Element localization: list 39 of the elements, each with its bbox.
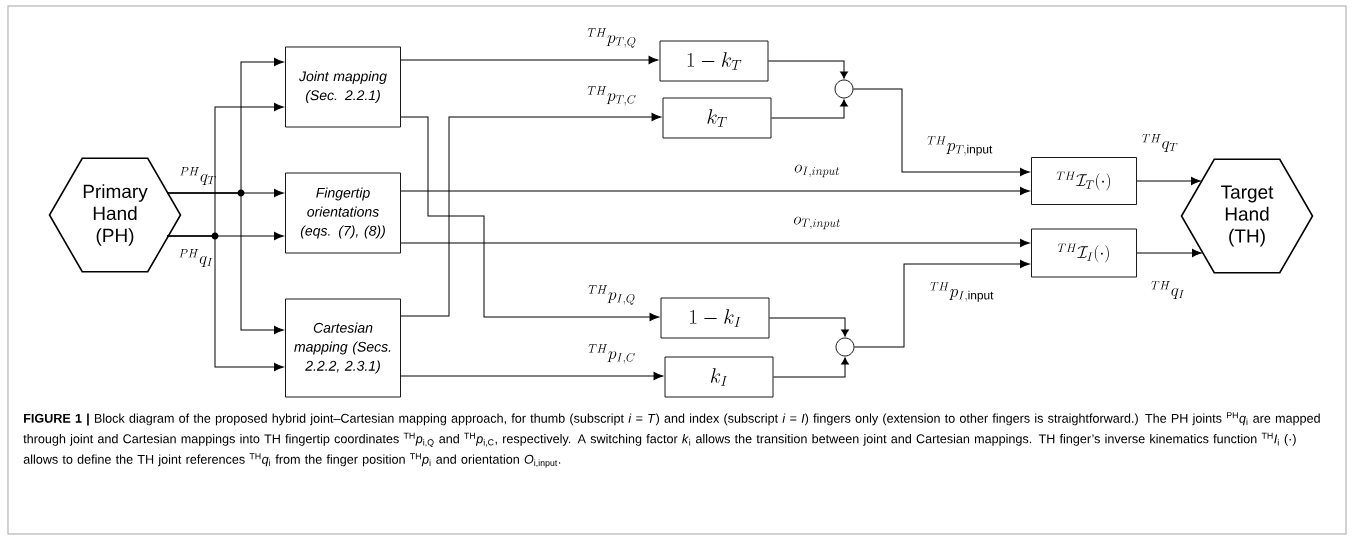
summing-junction [835, 337, 855, 357]
edge-label: ${}^{TH}q_T$ [1142, 134, 1178, 152]
arrow [1136, 248, 1202, 258]
process-box: Cartesian mapping (Secs. 2.2.2, 2.3.1) [285, 298, 401, 398]
arrow [853, 259, 1030, 348]
edge-label: ${}^{TH}p_{T,C}$ [587, 86, 636, 106]
arrow [400, 55, 659, 65]
edge-label: ${}^{TH}p_{I,C}$ [588, 344, 635, 364]
arrow [768, 317, 849, 337]
arrow [852, 88, 1030, 177]
process-box: Joint mapping (Sec. 2.2.1) [285, 46, 401, 128]
arrow [400, 186, 1030, 196]
arrow [400, 238, 1030, 248]
process-box: Fingertip orientations (eqs. (7), (8)) [285, 172, 401, 254]
edge-label: ${}^{PH}q_T$ [180, 167, 216, 185]
hand-hexagon: Target Hand (TH) [1180, 158, 1314, 274]
arrow [767, 60, 848, 79]
arrow [772, 357, 849, 378]
edge-label: $o_{T,input}$ [793, 216, 840, 230]
gain-box: $1-k_T$ [659, 40, 769, 82]
gain-box: $1-k_I$ [660, 297, 770, 339]
arrow [166, 235, 284, 372]
caption: FIGURE 1 | Block diagram of the proposed hybrid joint–Cartesian mapping approach, for thumb (subscript i = T) and index (subscript i = I) fingers only (extension to other fingers is straightforward.) The PH joints $^{PH}$q$_{i}$ are mapped through joint and Cartesian mappings into TH fingertip coordinates $^{TH}$p$_{i,Q}$ and $^{TH}$p$_{i,C}$, respectively. A switching factor k$_{i}$ allows the transition between joint and Cartesian mappings. TH finger’s inverse kinematics function $^{TH}$I$_{i}$ (·) allows to define the TH joint references $^{TH}$q$_{i}$ from the finger position $^{TH}$p$_{i}$ and orientation O$_{i,input}$. [23, 412, 1320, 468]
arrow [1136, 176, 1201, 186]
gain-box: $k_I$ [664, 356, 774, 398]
gain-box: $k_T$ [662, 97, 772, 139]
edge-label: $o_{I,input}$ [794, 164, 839, 178]
arrow [770, 99, 848, 119]
inverse-kinematics-box: ${}^{TH}\mathcal{I}_I(\cdot)$ [1031, 228, 1137, 278]
edge-label: ${}^{PH}q_I$ [179, 249, 213, 267]
edge-label: ${}^{TH}p_{T,Q}$ [587, 28, 636, 48]
edge-label: ${}^{TH}q_I$ [1151, 281, 1185, 299]
edge-label: ${}^{TH}p_{T,\mathrm{input}}$ [927, 136, 993, 156]
edge-label: ${}^{TH}p_{I,\mathrm{input}}$ [930, 282, 994, 302]
arrow [166, 192, 284, 335]
summing-junction [834, 79, 854, 99]
inverse-kinematics-box: ${}^{TH}\mathcal{I}_T(\cdot)$ [1031, 157, 1137, 205]
arrow [400, 371, 664, 381]
edge-label: ${}^{TH}p_{I,Q}$ [588, 285, 635, 305]
